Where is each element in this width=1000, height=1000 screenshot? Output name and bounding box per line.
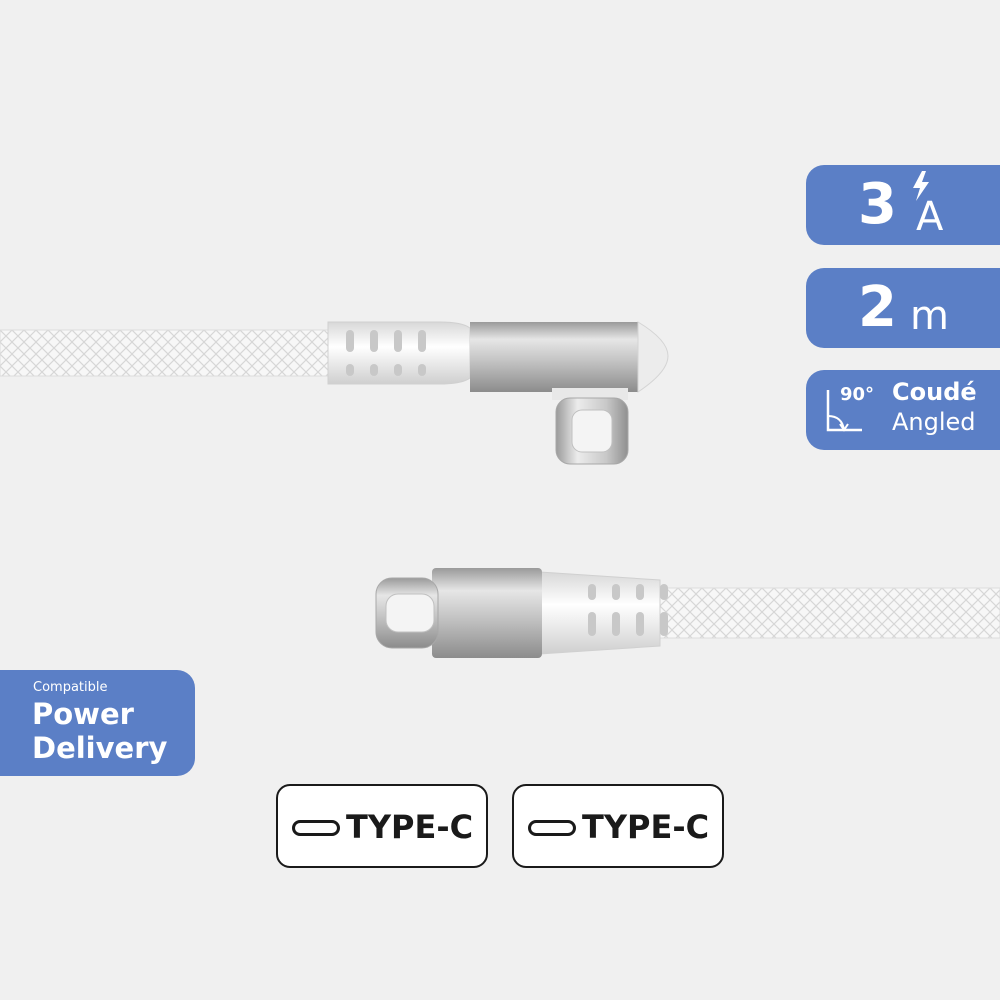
angle-label-en: Angled	[892, 408, 976, 436]
straight-connector-cable	[375, 568, 1000, 658]
port-type-box-1: TYPE-C	[276, 784, 488, 868]
angle-badge: 90° Coudé Angled	[806, 370, 1000, 450]
usb-c-port-icon	[292, 820, 340, 836]
power-delivery-badge: Compatible Power Delivery	[0, 670, 195, 776]
pd-delivery-text: Delivery	[32, 731, 168, 765]
port-type-box-2: TYPE-C	[512, 784, 724, 868]
length-number: 2	[858, 275, 897, 340]
angle-label-fr: Coudé	[892, 378, 977, 406]
current-unit: A	[916, 194, 944, 240]
length-badge: 2 m	[806, 268, 1000, 348]
port-type-label: TYPE-C	[346, 808, 474, 846]
right-angle-icon	[826, 390, 862, 432]
port-type-label: TYPE-C	[582, 808, 710, 846]
length-unit: m	[910, 293, 949, 339]
usb-c-port-icon	[528, 820, 576, 836]
angle-degrees: 90°	[840, 384, 875, 405]
current-number: 3	[858, 172, 897, 237]
pd-power-text: Power	[32, 697, 134, 731]
lightning-bolt-icon	[913, 171, 929, 201]
angled-connector-cable	[0, 321, 669, 465]
current-badge: 3 A	[806, 165, 1000, 245]
pd-compatible-text: Compatible	[33, 680, 108, 695]
